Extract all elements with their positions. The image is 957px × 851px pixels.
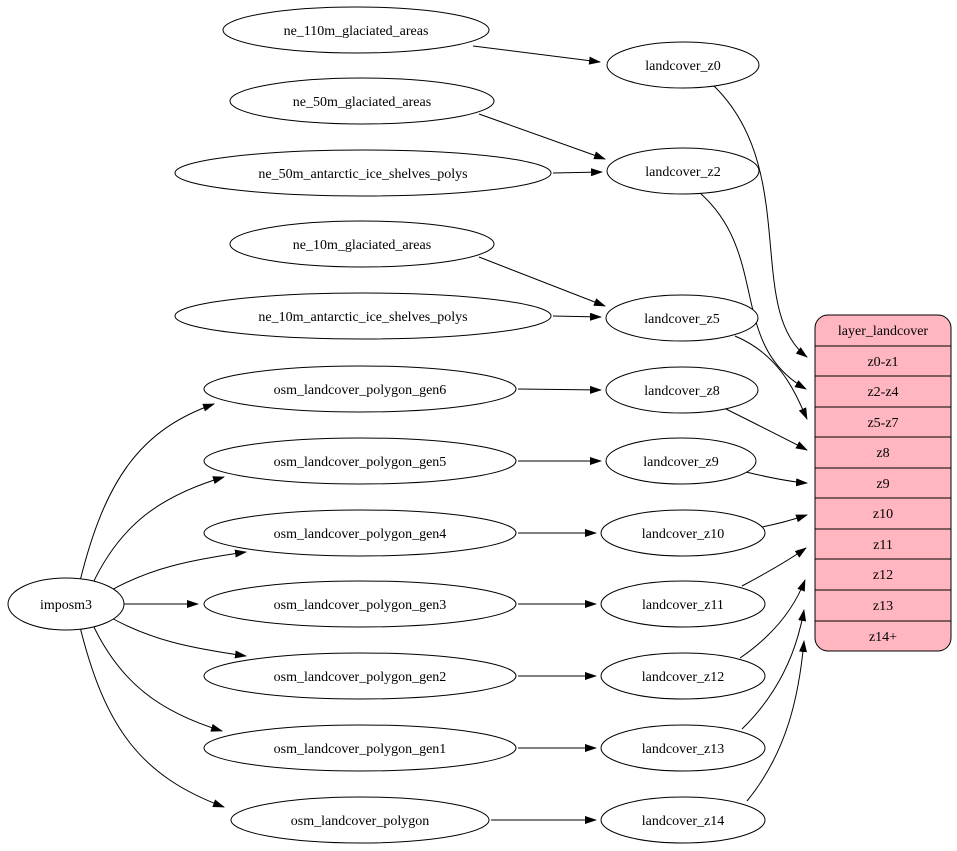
node-osm-landcover-polygon-gen6-label: osm_landcover_polygon_gen6 [274, 383, 447, 398]
node-landcover-z13-label: landcover_z13 [642, 742, 724, 757]
edge-ne-110m-glaciated-areas-to-landcover-z0 [472, 45, 601, 65]
node-landcover-z14: landcover_z14 [600, 796, 766, 844]
layer-landcover-body [814, 314, 952, 652]
node-osm-landcover-polygon-label: osm_landcover_polygon [291, 814, 429, 829]
node-landcover-z11: landcover_z11 [600, 580, 766, 628]
edge-landcover-z13-to-row-z13 [741, 609, 807, 730]
node-landcover-z0-label: landcover_z0 [645, 59, 720, 74]
edge-osm-landcover-polygon-gen6-to-landcover-z8 [517, 385, 602, 394]
node-osm-landcover-polygon-gen3-label: osm_landcover_polygon_gen3 [274, 598, 447, 613]
node-landcover-z5-label: landcover_z5 [644, 312, 719, 327]
node-landcover-z2: landcover_z2 [606, 147, 760, 195]
edge-imposm3-to-osm-landcover-polygon-gen4 [107, 549, 247, 593]
node-landcover-z8: landcover_z8 [605, 366, 759, 414]
node-landcover-z13: landcover_z13 [600, 724, 766, 772]
node-landcover-z9: landcover_z9 [605, 437, 757, 485]
edge-landcover-z2-to-row-z2-z4 [699, 192, 807, 390]
node-osm-landcover-polygon-gen4: osm_landcover_polygon_gen4 [203, 509, 517, 557]
node-ne-50m-glaciated-areas: ne_50m_glaciated_areas [229, 77, 495, 125]
node-landcover-z11-label: landcover_z11 [642, 598, 724, 613]
node-osm-landcover-polygon-gen2: osm_landcover_polygon_gen2 [203, 652, 517, 700]
layer-landcover-row-z14plus: z14+ [869, 630, 897, 645]
edge-landcover-z11-to-row-z11 [741, 547, 807, 587]
node-imposm3-label: imposm3 [40, 598, 92, 613]
node-imposm3: imposm3 [7, 577, 125, 631]
layer-landcover-row-z2-z4: z2-z4 [867, 385, 898, 400]
edge-imposm3-to-osm-landcover-polygon-gen2 [107, 615, 247, 659]
node-ne-110m-glaciated-areas-label: ne_110m_glaciated_areas [284, 24, 429, 39]
node-osm-landcover-polygon-gen3: osm_landcover_polygon_gen3 [203, 580, 517, 628]
node-landcover-z0: landcover_z0 [606, 41, 760, 89]
edge-landcover-z8-to-row-z8 [725, 408, 808, 451]
edge-ne-50m-glaciated-areas-to-landcover-z2 [478, 113, 606, 160]
node-ne-10m-glaciated-areas-label: ne_10m_glaciated_areas [293, 238, 431, 253]
layer-landcover-row-z5-z7: z5-z7 [867, 416, 898, 431]
edge-imposm3-to-osm-landcover-polygon-gen1 [91, 622, 223, 732]
layer-landcover-row-z10: z10 [873, 507, 893, 522]
node-osm-landcover-polygon-gen2-label: osm_landcover_polygon_gen2 [274, 670, 447, 685]
node-landcover-z12: landcover_z12 [600, 652, 766, 700]
edge-imposm3-to-osm-landcover-polygon [79, 626, 225, 808]
edge-landcover-z10-to-row-z10 [761, 514, 808, 528]
node-landcover-z12-label: landcover_z12 [642, 670, 724, 685]
layer-landcover-row-z12: z12 [873, 568, 893, 583]
edge-imposm3-to-osm-landcover-polygon-gen5 [91, 476, 225, 586]
edge-imposm3-to-osm-landcover-polygon-gen6 [79, 403, 215, 582]
node-ne-10m-antarctic-ice-shelves-polys-label: ne_10m_antarctic_ice_shelves_polys [258, 310, 467, 325]
node-osm-landcover-polygon-gen4-label: osm_landcover_polygon_gen4 [274, 527, 447, 542]
node-landcover-z14-label: landcover_z14 [642, 814, 724, 829]
node-landcover-z9-label: landcover_z9 [643, 455, 718, 470]
node-osm-landcover-polygon: osm_landcover_polygon [230, 796, 490, 844]
node-osm-landcover-polygon-gen1: osm_landcover_polygon_gen1 [203, 724, 517, 772]
edge-ne-10m-antarctic-ice-shelves-polys-to-landcover-z5 [552, 312, 602, 321]
node-landcover-z8-label: landcover_z8 [644, 384, 719, 399]
node-osm-landcover-polygon-gen5-label: osm_landcover_polygon_gen5 [274, 455, 447, 470]
node-landcover-z2-label: landcover_z2 [645, 165, 720, 180]
edge-ne-50m-antarctic-ice-shelves-polys-to-landcover-z2 [552, 168, 603, 177]
node-osm-landcover-polygon-gen5: osm_landcover_polygon_gen5 [203, 437, 517, 485]
edge-landcover-z14-to-row-z14plus [746, 640, 807, 802]
edge-ne-10m-glaciated-areas-to-landcover-z5 [478, 256, 606, 307]
node-osm-landcover-polygon-gen6: osm_landcover_polygon_gen6 [203, 365, 517, 413]
node-ne-10m-antarctic-ice-shelves-polys: ne_10m_antarctic_ice_shelves_polys [174, 292, 552, 340]
layer-landcover-row-z8: z8 [876, 446, 889, 461]
node-ne-110m-glaciated-areas: ne_110m_glaciated_areas [222, 6, 490, 54]
layer-landcover-row-z9: z9 [876, 477, 889, 492]
node-layer-landcover: layer_landcover z0-z1 z2-z4 z5-z7 z8 z9 … [814, 314, 952, 652]
edge-landcover-z5-to-row-z5-z7 [734, 335, 808, 420]
node-ne-50m-glaciated-areas-label: ne_50m_glaciated_areas [293, 95, 431, 110]
edge-landcover-z12-to-row-z12 [739, 579, 806, 659]
edge-landcover-z9-to-row-z9 [745, 471, 808, 487]
node-ne-10m-glaciated-areas: ne_10m_glaciated_areas [229, 220, 495, 268]
edge-landcover-z0-to-row-z0-z1 [713, 85, 808, 358]
node-landcover-z10: landcover_z10 [600, 509, 766, 557]
node-ne-50m-antarctic-ice-shelves-polys: ne_50m_antarctic_ice_shelves_polys [174, 149, 552, 197]
node-landcover-z10-label: landcover_z10 [642, 527, 724, 542]
node-osm-landcover-polygon-gen1-label: osm_landcover_polygon_gen1 [274, 742, 447, 757]
layer-landcover-row-z11: z11 [873, 538, 893, 553]
node-landcover-z5: landcover_z5 [605, 294, 759, 342]
layer-landcover-title: layer_landcover [838, 324, 929, 339]
node-ne-50m-antarctic-ice-shelves-polys-label: ne_50m_antarctic_ice_shelves_polys [258, 167, 467, 182]
layer-landcover-row-z0-z1: z0-z1 [867, 355, 898, 370]
layer-landcover-row-z13: z13 [873, 599, 893, 614]
